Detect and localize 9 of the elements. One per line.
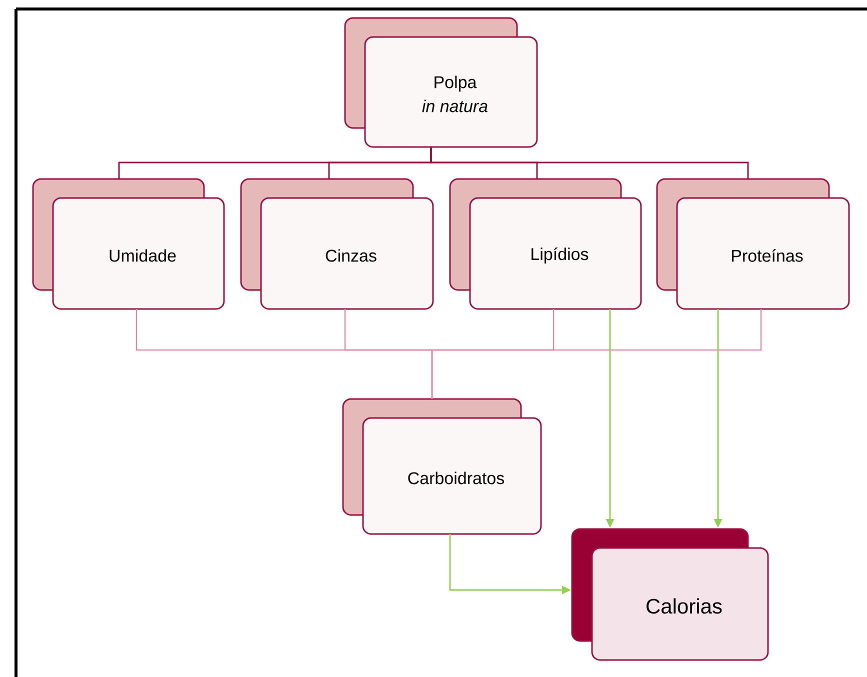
node-box: Lipídios: [449, 178, 642, 310]
node-box: Cinzas: [240, 178, 434, 310]
connector: [430, 146, 749, 179]
node-box: Umidade: [32, 178, 225, 310]
node-box: Polpa in natura: [344, 17, 538, 148]
connector: [431, 308, 762, 399]
node-box: Carboidratos: [342, 398, 542, 535]
node-box: Proteínas: [656, 178, 850, 310]
node-box: Calorias: [571, 528, 769, 661]
